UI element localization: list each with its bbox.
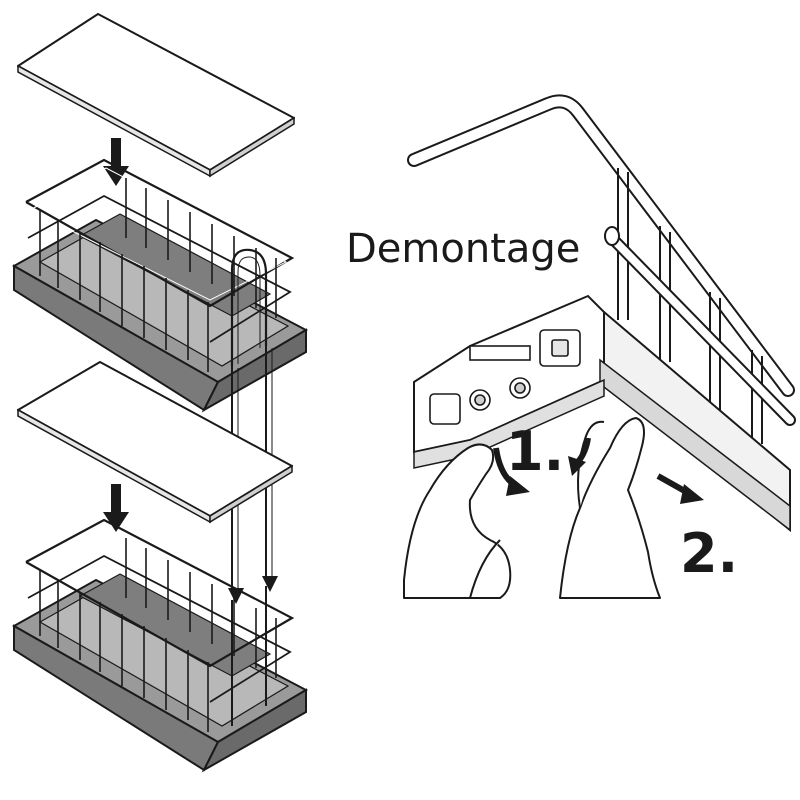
- step-2-label: 2.: [680, 522, 738, 585]
- title-label: Demontage: [346, 226, 580, 272]
- upper-basket: [11, 158, 309, 413]
- lower-basket: [11, 518, 309, 773]
- step-1-label: 1.: [506, 420, 564, 483]
- down-arrow-icon: [103, 138, 129, 186]
- hand-icon: [403, 443, 512, 599]
- mounting-clips: [429, 329, 581, 425]
- curved-arrow-icon: [493, 437, 704, 504]
- detail-view: [403, 94, 796, 599]
- down-arrow-icon: [103, 484, 129, 532]
- hand-icon: [559, 417, 661, 599]
- exploded-view: [11, 13, 309, 773]
